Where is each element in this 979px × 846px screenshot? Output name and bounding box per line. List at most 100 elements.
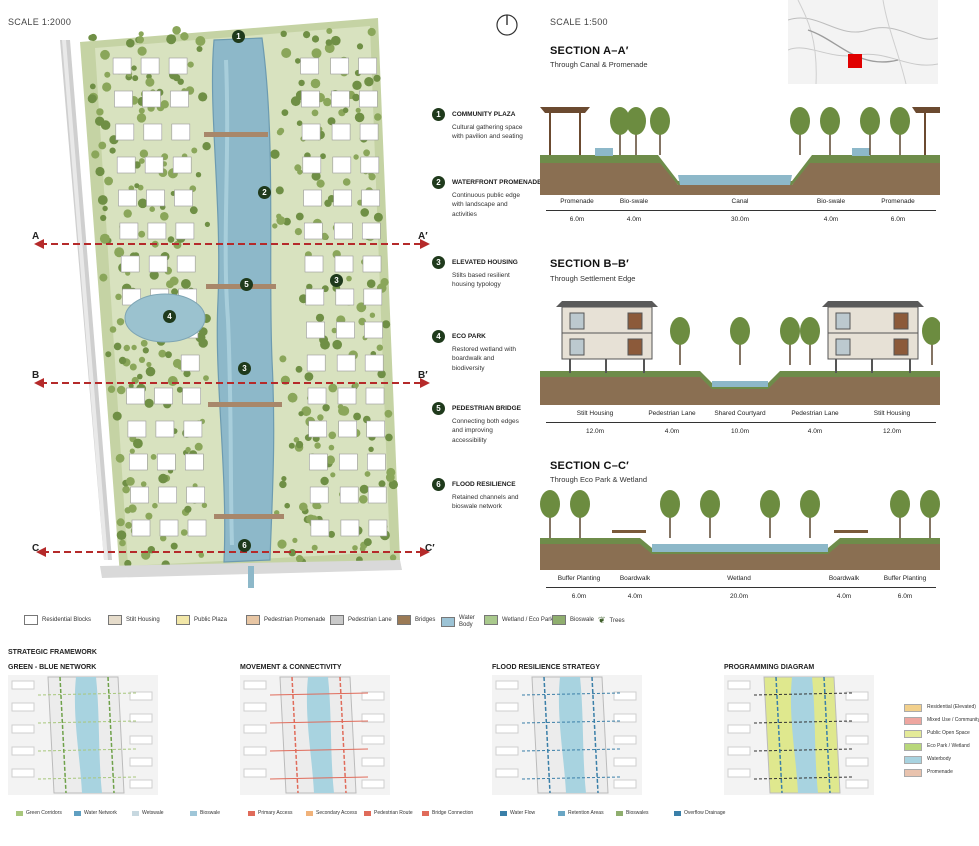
dim-value: 10.0m	[730, 428, 750, 435]
legend-swatch	[441, 617, 455, 628]
stilt-house-right	[822, 301, 924, 373]
plan-tree	[367, 27, 376, 37]
section-a-drawing	[540, 107, 940, 195]
plan-tree	[276, 216, 286, 225]
plan-tree	[359, 484, 369, 494]
plan-tree	[136, 113, 147, 123]
programming-legend-label: Promenade	[927, 769, 953, 775]
plan-tree	[142, 347, 149, 354]
plan-tree	[185, 446, 191, 453]
plan-tree	[116, 530, 127, 540]
residential-block	[182, 387, 201, 405]
residential-block	[363, 288, 383, 306]
key-title-6: FLOOD RESILIENCE	[452, 481, 516, 488]
legend-item: Bridges	[397, 615, 435, 625]
plan-tree	[144, 398, 154, 408]
residential-block	[336, 321, 355, 339]
plan-tree	[202, 142, 211, 151]
plan-tree	[149, 270, 159, 280]
plan-tree	[184, 505, 192, 513]
plan-tree	[194, 442, 203, 451]
legend-label: Wetland / Eco Park	[502, 617, 554, 623]
legend-swatch	[552, 615, 566, 625]
residential-block	[361, 189, 380, 207]
residential-block	[337, 387, 357, 405]
plan-tree	[140, 481, 147, 487]
residential-block	[114, 90, 133, 108]
residential-block	[187, 519, 207, 537]
residential-block	[362, 255, 382, 273]
plan-tree	[183, 370, 191, 378]
section-c-subtitle: Through Eco Park & Wetland	[550, 475, 647, 484]
section-tree	[860, 107, 880, 135]
section-tree	[890, 107, 910, 135]
residential-block	[144, 156, 164, 174]
plan-tree	[150, 454, 157, 460]
legend-label: Stilt Housing	[126, 617, 160, 623]
plan-tree	[324, 199, 332, 207]
programming-legend-label: Mixed Use / Community	[927, 717, 979, 723]
plan-tree	[272, 223, 278, 229]
plan-tree	[87, 94, 97, 104]
dim-label: Buffer Planting	[883, 575, 927, 582]
section-tree	[660, 490, 680, 518]
plan-tree	[196, 46, 203, 52]
plan-tree	[385, 433, 393, 442]
section-tree	[920, 490, 940, 518]
residential-block	[175, 222, 195, 240]
section-tree	[670, 317, 690, 345]
plan-tree	[124, 507, 131, 514]
plan-tree	[352, 545, 358, 551]
legend-swatch	[108, 615, 122, 625]
framework-legend-swatch	[364, 811, 371, 816]
residential-block	[159, 519, 179, 537]
plan-tree	[369, 312, 376, 318]
dim-value: 6.0m	[569, 216, 585, 223]
residential-block	[367, 453, 386, 471]
plan-tree	[126, 38, 135, 48]
legend-item: Water Body	[441, 615, 481, 629]
plan-tree	[287, 392, 298, 403]
plan-tree	[284, 502, 291, 509]
plan-tree	[115, 293, 122, 300]
programming-legend-swatch	[904, 730, 922, 738]
legend-item: Stilt Housing	[108, 615, 160, 625]
plan-tree	[352, 80, 362, 91]
key-number-3: 3	[432, 256, 445, 269]
plan-tree	[112, 411, 122, 421]
key-desc-4: Restored wetland with boardwalk and biod…	[452, 346, 516, 372]
plan-tree	[138, 230, 146, 238]
residential-block	[333, 222, 353, 240]
plan-tree	[294, 164, 302, 172]
section-a-title: SECTION A–A′	[550, 45, 629, 57]
plan-tree	[279, 480, 287, 489]
residential-block	[148, 255, 168, 273]
plan-tree	[353, 412, 361, 421]
master-plan	[34, 18, 430, 588]
residential-block	[185, 453, 204, 471]
programming-legend-swatch	[904, 717, 922, 725]
plan-tree	[294, 228, 302, 236]
plan-tree	[368, 446, 374, 452]
residential-block	[301, 90, 320, 108]
key-number-6: 6	[432, 478, 445, 491]
plan-tree	[158, 349, 167, 358]
section-a-subtitle: Through Canal & Promenade	[550, 60, 648, 69]
residential-block	[359, 90, 378, 108]
plan-tree	[328, 383, 338, 393]
plan-tree	[354, 112, 365, 123]
residential-block	[339, 453, 358, 471]
plan-tree	[314, 442, 321, 449]
residential-block	[340, 519, 360, 537]
plan-tree	[99, 233, 110, 244]
plan-tree	[122, 485, 130, 494]
plan-tree	[378, 480, 386, 488]
section-c-drawing	[540, 490, 940, 570]
plan-tree	[275, 186, 284, 195]
residential-block	[126, 387, 145, 405]
plan-tree	[342, 178, 351, 186]
framework-legend-label: Secondary Access	[316, 810, 358, 816]
dim-value: 12.0m	[585, 428, 605, 435]
framework-legend-swatch	[422, 811, 429, 816]
plan-tree	[342, 107, 349, 114]
